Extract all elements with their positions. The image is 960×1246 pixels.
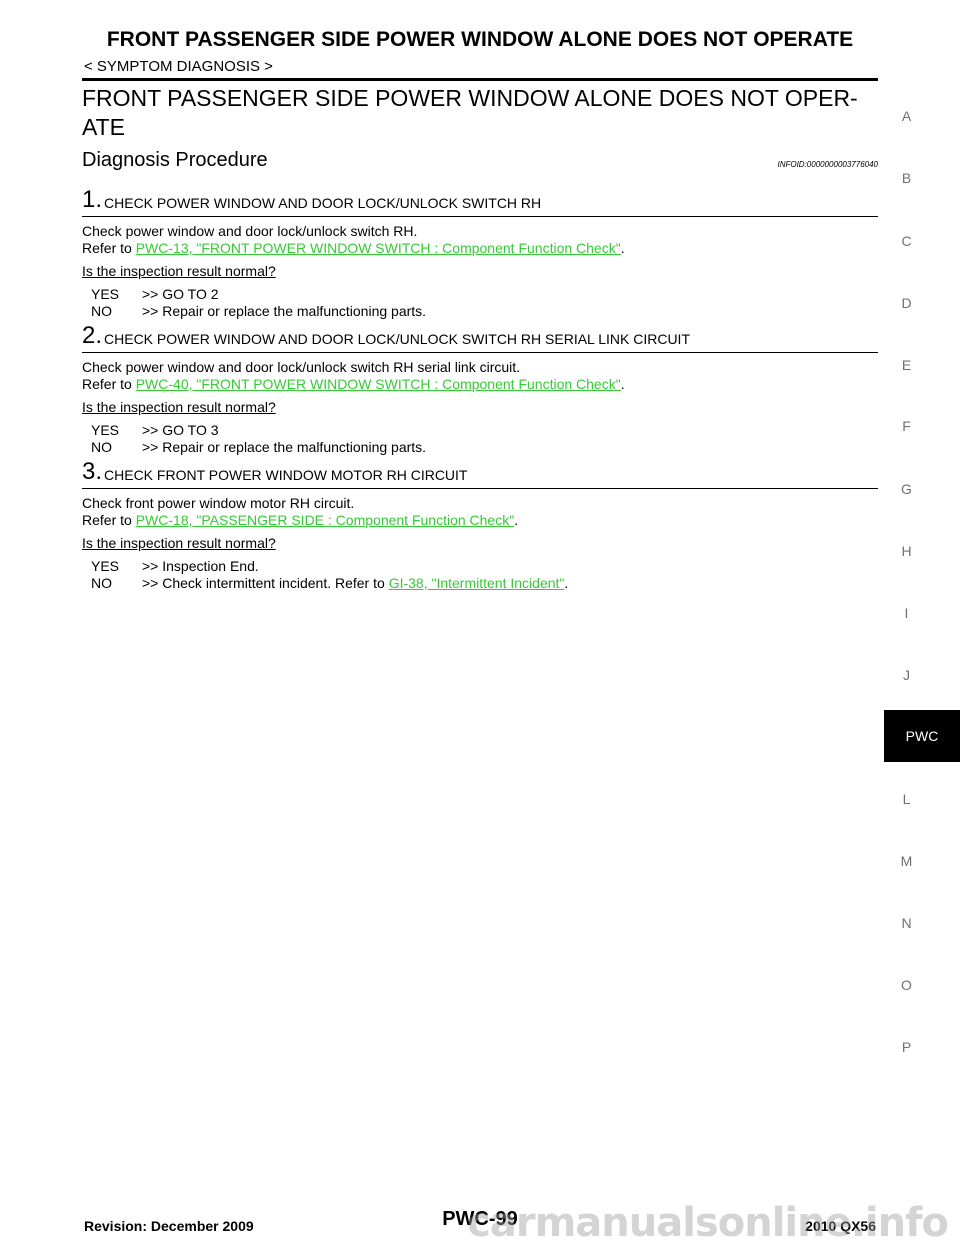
reference-link[interactable]: PWC-18, "PASSENGER SIDE : Component Func… [135,512,515,528]
step-body: Check front power window motor RH circui… [82,495,878,529]
index-letter-n[interactable]: N [901,915,912,931]
answer-no: NO >> Repair or replace the malfunctionin… [91,303,878,320]
active-section-tab[interactable]: PWC [884,710,960,762]
answer-list: YES >> GO TO 2 NO >> Repair or replace the… [91,286,878,320]
index-letter-i[interactable]: I [904,605,909,621]
step-divider [82,216,878,217]
answer-text: >> GO TO 2 [142,286,219,302]
step-3: 3. CHECK FRONT POWER WINDOW MOTOR RH CIR… [82,458,878,592]
index-letter-b[interactable]: B [901,170,912,186]
answer-text: >> Repair or replace the malfunctioning … [142,439,427,455]
step-instruction: Check front power window motor RH circui… [82,495,355,511]
header-divider [82,78,878,81]
step-reference: Refer to PWC-40, "FRONT POWER WINDOW SWI… [82,376,878,393]
reference-link[interactable]: PWC-40, "FRONT POWER WINDOW SWITCH : Com… [135,376,621,392]
index-letter-f[interactable]: F [902,418,911,434]
step-header: 3. CHECK FRONT POWER WINDOW MOTOR RH CIR… [82,458,878,484]
refer-suffix: . [620,376,625,392]
index-letter-d[interactable]: D [901,295,912,311]
step-title: CHECK FRONT POWER WINDOW MOTOR RH CIRCUI… [104,467,468,483]
answer-text: >> Check intermittent incident. Refer to… [142,575,568,592]
step-number: 2. [82,322,103,349]
answer-text-prefix: >> Check intermittent incident. Refer to [142,575,389,591]
step-question: Is the inspection result normal? [82,263,276,279]
step-instruction: Check power window and door lock/unlock … [82,223,418,239]
step-body: Check power window and door lock/unlock … [82,223,878,257]
footer-model: 2010 QX56 [805,1218,876,1234]
answer-key: YES [91,286,120,302]
answer-text-suffix: . [564,575,569,591]
index-letter-h[interactable]: H [901,543,912,559]
answer-no: NO >> Repair or replace the malfunctionin… [91,439,878,456]
index-letter-a[interactable]: A [901,108,912,124]
answer-key: NO [91,439,112,455]
answer-key: YES [91,422,120,438]
refer-suffix: . [514,512,519,528]
index-letter-o[interactable]: O [901,977,912,993]
answer-no: NO >> Check intermittent incident. Refer … [91,575,878,592]
step-title: CHECK POWER WINDOW AND DOOR LOCK/UNLOCK … [104,331,690,347]
step-header: 1. CHECK POWER WINDOW AND DOOR LOCK/UNLO… [82,186,878,212]
answer-key: NO [91,303,112,319]
footer-revision: Revision: December 2009 [84,1218,254,1234]
index-letter-l[interactable]: L [902,791,911,807]
answer-yes: YES >> GO TO 3 [91,422,878,439]
answer-yes: YES >> GO TO 2 [91,286,878,303]
index-letter-j[interactable]: J [903,667,910,683]
step-header: 2. CHECK POWER WINDOW AND DOOR LOCK/UNLO… [82,322,878,348]
footer-page-number: PWC-99 [442,1208,518,1230]
page-header-title: FRONT PASSENGER SIDE POWER WINDOW ALONE … [106,28,854,51]
answer-key: NO [91,575,112,591]
index-letter-m[interactable]: M [900,853,913,869]
document-title: FRONT PASSENGER SIDE POWER WINDOW ALONE … [82,84,882,142]
step-number: 3. [82,458,103,485]
document-title-line-1: FRONT PASSENGER SIDE POWER WINDOW ALONE … [82,85,858,111]
step-divider [82,352,878,353]
reference-link[interactable]: GI-38, "Intermittent Incident" [388,575,565,591]
refer-prefix: Refer to [82,240,136,256]
step-question: Is the inspection result normal? [82,535,276,551]
step-instruction: Check power window and door lock/unlock … [82,359,521,375]
section-index-sidebar: A B C D E F G H I J PWC L M N O P [880,0,960,1242]
index-letter-e[interactable]: E [901,357,912,373]
refer-prefix: Refer to [82,376,136,392]
watermark: carmanualsonline.info [467,1200,949,1246]
section-title: Diagnosis Procedure [82,149,268,171]
step-2: 2. CHECK POWER WINDOW AND DOOR LOCK/UNLO… [82,322,878,456]
answer-list: YES >> GO TO 3 NO >> Repair or replace the… [91,422,878,456]
info-id: INFOID:0000000003776040 [777,160,878,169]
answer-text: >> GO TO 3 [142,422,219,438]
index-letter-p[interactable]: P [901,1039,912,1055]
step-1: 1. CHECK POWER WINDOW AND DOOR LOCK/UNLO… [82,186,878,320]
step-number: 1. [82,186,103,213]
step-reference: Refer to PWC-18, "PASSENGER SIDE : Compo… [82,512,878,529]
document-title-line-2: ATE [82,114,126,140]
breadcrumb: < SYMPTOM DIAGNOSIS > [84,58,273,75]
index-letter-g[interactable]: G [901,481,912,497]
answer-list: YES >> Inspection End. NO >> Check intermi… [91,558,878,592]
step-body: Check power window and door lock/unlock … [82,359,878,393]
step-title: CHECK POWER WINDOW AND DOOR LOCK/UNLOCK … [104,195,542,211]
answer-text: >> Inspection End. [142,558,259,574]
answer-key: YES [91,558,120,574]
answer-text: >> Repair or replace the malfunctioning … [142,303,427,319]
reference-link[interactable]: PWC-13, "FRONT POWER WINDOW SWITCH : Com… [135,240,621,256]
index-letter-c[interactable]: C [901,233,912,249]
step-divider [82,488,878,489]
step-reference: Refer to PWC-13, "FRONT POWER WINDOW SWI… [82,240,878,257]
answer-yes: YES >> Inspection End. [91,558,878,575]
refer-suffix: . [620,240,625,256]
step-question: Is the inspection result normal? [82,399,276,415]
refer-prefix: Refer to [82,512,136,528]
